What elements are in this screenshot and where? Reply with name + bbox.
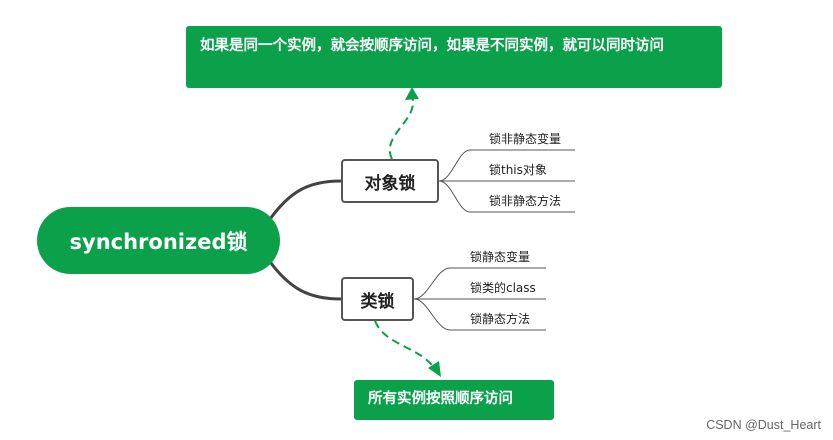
class-lock-note-arrowhead [428, 361, 441, 377]
object-lock-node[interactable]: 对象锁 [341, 159, 439, 203]
class-lock-leaf-line-3 [413, 298, 546, 331]
watermark: CSDN @Dust_Heart [706, 418, 821, 432]
class-lock-leaf-line-1 [413, 267, 546, 300]
object-lock-note: 如果是同一个实例，就会按顺序访问，如果是不同实例，就可以同时访问 [186, 26, 722, 88]
class-lock-node[interactable]: 类锁 [341, 277, 414, 321]
class-lock-leaf-3[interactable]: 锁静态方法 [470, 312, 531, 326]
object-lock-leaf-line-3 [438, 180, 575, 213]
class-lock-note-arrow [374, 320, 435, 368]
root-to-class-lock-line [266, 258, 342, 301]
class-lock-leaf-2[interactable]: 锁类的class [470, 281, 536, 295]
object-lock-leaf-2[interactable]: 锁this对象 [489, 163, 547, 177]
object-lock-leaf-1[interactable]: 锁非静态变量 [489, 132, 562, 146]
object-lock-leaf-line-1 [438, 149, 575, 182]
root-node[interactable]: synchronized锁 [37, 207, 280, 274]
object-lock-note-arrow [388, 95, 415, 160]
root-to-object-lock-line [266, 179, 342, 223]
class-lock-note: 所有实例按照顺序访问 [354, 380, 554, 420]
object-lock-note-arrowhead [405, 87, 419, 100]
object-lock-leaf-3[interactable]: 锁非静态方法 [489, 194, 562, 208]
class-lock-leaf-1[interactable]: 锁静态变量 [470, 250, 531, 264]
